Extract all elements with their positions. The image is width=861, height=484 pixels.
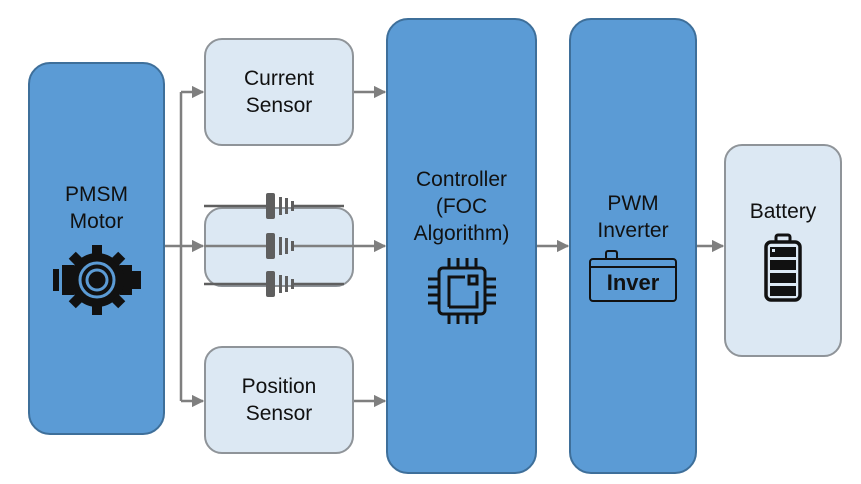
current-sensor-block: Current Sensor bbox=[204, 38, 354, 146]
inverter-label: PWM Inverter bbox=[597, 192, 669, 242]
battery-block: Battery bbox=[724, 144, 842, 357]
inverter-icon: Inver bbox=[589, 250, 677, 302]
current-sensor-label: Current Sensor bbox=[243, 67, 315, 117]
controller-block: Controller (FOC Algorithm) bbox=[386, 18, 537, 474]
motor-gear-icon bbox=[52, 244, 141, 315]
controller-label: Controller (FOC Algorithm) bbox=[413, 167, 510, 245]
motor-block: PMSM Motor bbox=[28, 62, 165, 435]
inverter-icon-text: Inver bbox=[606, 270, 660, 295]
position-sensor-label: Position Sensor bbox=[241, 375, 317, 425]
battery-icon bbox=[764, 233, 802, 302]
three-phase-connector-icon bbox=[204, 193, 344, 297]
microchip-icon bbox=[427, 257, 496, 324]
battery-label: Battery bbox=[749, 200, 817, 223]
inverter-block: PWM Inverter Inver bbox=[569, 18, 697, 474]
position-sensor-block: Position Sensor bbox=[204, 346, 354, 454]
motor-label: PMSM Motor bbox=[65, 182, 128, 233]
